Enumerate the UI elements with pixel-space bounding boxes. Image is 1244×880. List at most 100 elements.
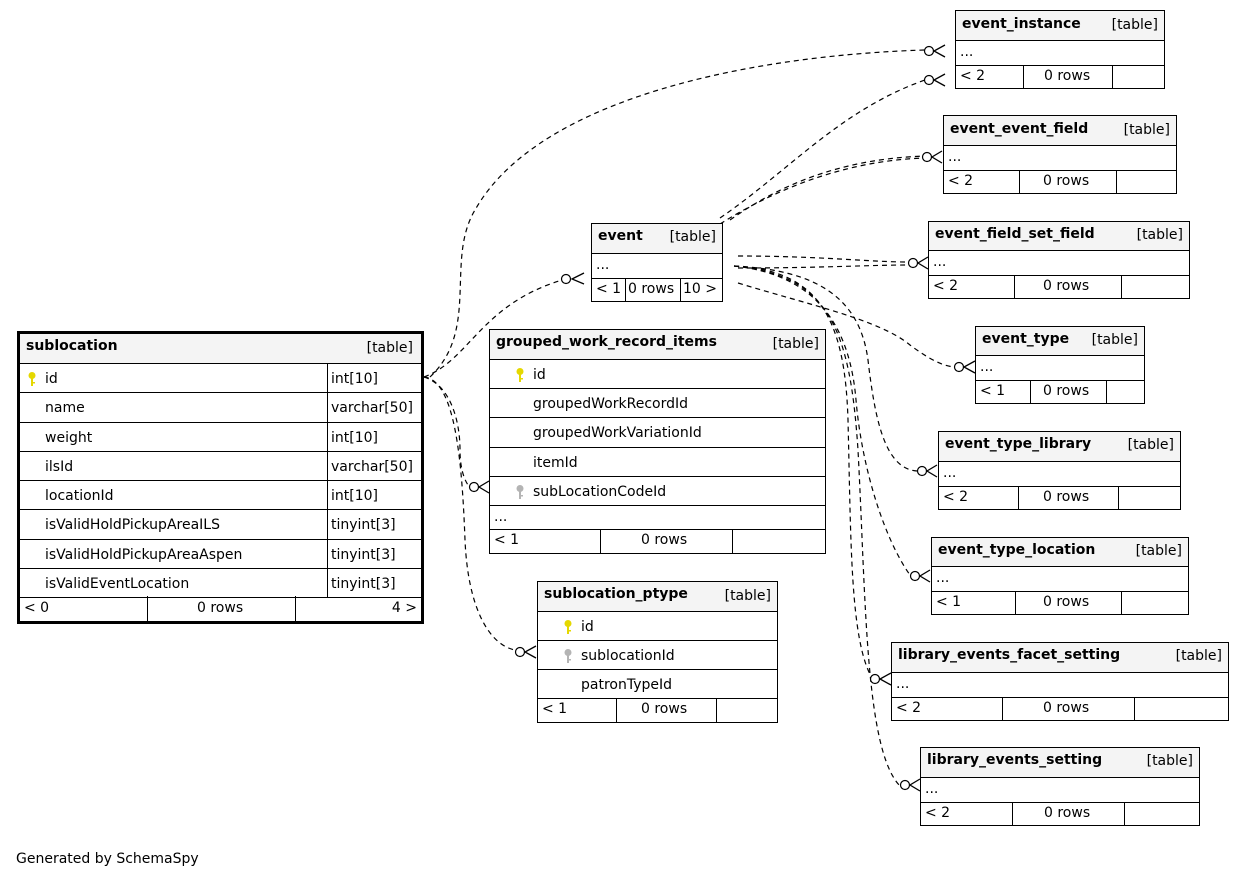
edge-sublocation-event <box>423 279 563 378</box>
column-name: id <box>581 619 594 635</box>
table-name: event_instance <box>962 16 1081 32</box>
table-name: sublocation <box>26 338 118 354</box>
column-type: int[10] <box>331 371 378 387</box>
table-header: event_type [table] <box>976 327 1144 356</box>
parents-count: < 2 <box>943 489 969 505</box>
row-count: 0 rows <box>641 532 688 548</box>
table-type: [table] <box>1175 648 1222 664</box>
table-type: [table] <box>1091 332 1138 348</box>
edge-endpoints <box>468 45 965 791</box>
row-count: 0 rows <box>628 281 675 297</box>
column-name: itemId <box>533 454 578 471</box>
column-type: varchar[50] <box>331 400 413 417</box>
row-count: 0 rows <box>1043 700 1090 716</box>
table-type: [table] <box>1135 543 1182 559</box>
edge-event-event-type <box>737 282 957 368</box>
foreign-key-icon <box>563 648 573 664</box>
table-type: [table] <box>1127 437 1174 453</box>
column-name: locationId <box>45 488 114 504</box>
column-name: sublocationId <box>581 648 675 664</box>
table-sublocation-ptype[interactable]: sublocation_ptype [table] id sublocationI… <box>537 581 778 723</box>
ellipsis: ... <box>933 254 947 270</box>
edge-event-event-instance <box>719 79 926 219</box>
table-event-type-library[interactable]: event_type_library [table] ... < 2 0 row… <box>938 431 1181 510</box>
table-library-events-setting[interactable]: library_events_setting [table] ... < 2 0… <box>920 747 1200 826</box>
table-footer: < 2 0 rows <box>939 487 1180 509</box>
ellipsis: ... <box>943 465 957 481</box>
column-type: int[10] <box>331 488 378 504</box>
table-event-event-field[interactable]: event_event_field [table] ... < 2 0 rows <box>943 115 1177 194</box>
table-name: event_type_location <box>938 542 1096 558</box>
column-type: varchar[50] <box>331 458 413 475</box>
column-type: tinyint[3] <box>331 575 396 592</box>
table-event[interactable]: event [table] ... < 1 0 rows 10 > <box>591 223 723 302</box>
ellipsis: ... <box>896 676 910 692</box>
column-type: tinyint[3] <box>331 517 396 534</box>
column-name: groupedWorkVariationId <box>533 425 702 442</box>
row-count: 0 rows <box>197 600 244 616</box>
table-header: event_field_set_field [table] <box>929 222 1189 251</box>
column-row: groupedWorkRecordId <box>490 389 825 419</box>
table-footer: < 1 0 rows 10 > <box>592 279 722 301</box>
ellipsis-row: ... <box>944 146 1176 171</box>
column-name: groupedWorkRecordId <box>533 396 688 413</box>
table-type: [table] <box>669 229 716 245</box>
table-type: [table] <box>1146 753 1193 769</box>
edge-sublocation-grouped-work-record-items <box>423 376 471 488</box>
table-event-type-location[interactable]: event_type_location [table] ... < 1 0 ro… <box>931 537 1189 615</box>
table-type: [table] <box>1136 227 1183 243</box>
row-count: 0 rows <box>1043 383 1090 399</box>
column-row: groupedWorkVariationId <box>490 418 825 448</box>
table-name: library_events_setting <box>927 752 1103 768</box>
table-name: library_events_facet_setting <box>898 647 1121 663</box>
table-event-field-set-field[interactable]: event_field_set_field [table] ... < 2 0 … <box>928 221 1190 299</box>
parents-count: < 2 <box>933 278 959 294</box>
ellipsis-row: ... <box>921 778 1199 803</box>
column-name: isValidHoldPickupAreaILS <box>45 517 220 534</box>
table-header: sublocation [table] <box>20 334 421 364</box>
table-type: [table] <box>724 588 771 604</box>
edge-sublocation-event-instance <box>429 49 926 378</box>
row-count: 0 rows <box>1043 173 1090 189</box>
children-count: 4 > <box>391 600 417 616</box>
row-count: 0 rows <box>1044 68 1091 84</box>
children-count: 10 > <box>683 281 717 297</box>
column-row: id <box>490 360 825 390</box>
ellipsis-row: ... <box>932 567 1188 592</box>
ellipsis: ... <box>494 509 508 525</box>
row-count: 0 rows <box>1043 594 1090 610</box>
table-type: [table] <box>1123 122 1170 138</box>
table-header: library_events_setting [table] <box>921 748 1199 778</box>
table-footer: < 1 0 rows <box>976 381 1144 403</box>
edge-event-event-type-location <box>733 265 911 576</box>
table-library-events-facet-setting[interactable]: library_events_facet_setting [table] ...… <box>891 642 1229 721</box>
table-header: event [table] <box>592 224 722 254</box>
column-name: id <box>45 371 58 387</box>
column-row: id int[10] <box>20 364 421 394</box>
table-event-type[interactable]: event_type [table] ... < 1 0 rows <box>975 326 1145 404</box>
column-row: subLocationCodeId <box>490 477 825 506</box>
table-footer: < 0 0 rows 4 > <box>20 596 421 621</box>
table-event-instance[interactable]: event_instance [table] ... < 2 0 rows <box>955 10 1165 89</box>
edge-event-event-event-field-b <box>729 155 926 221</box>
table-footer: < 1 0 rows <box>932 592 1188 614</box>
edge-event-library-events-setting <box>733 265 901 787</box>
row-count: 0 rows <box>1043 278 1090 294</box>
parents-count: < 2 <box>896 700 922 716</box>
column-row: patronTypeId <box>538 670 777 699</box>
ellipsis: ... <box>925 781 939 797</box>
table-name: event_type <box>982 331 1070 347</box>
table-name: grouped_work_record_items <box>496 334 717 350</box>
column-name: isValidHoldPickupAreaAspen <box>45 546 243 563</box>
column-type: int[10] <box>331 429 378 446</box>
column-row: isValidHoldPickupAreaILS tinyint[3] <box>20 510 421 540</box>
parents-count: < 0 <box>24 600 50 616</box>
ellipsis: ... <box>936 570 950 586</box>
column-name: subLocationCodeId <box>533 483 667 500</box>
table-footer: < 2 0 rows <box>956 66 1164 88</box>
table-name: sublocation_ptype <box>544 586 688 602</box>
